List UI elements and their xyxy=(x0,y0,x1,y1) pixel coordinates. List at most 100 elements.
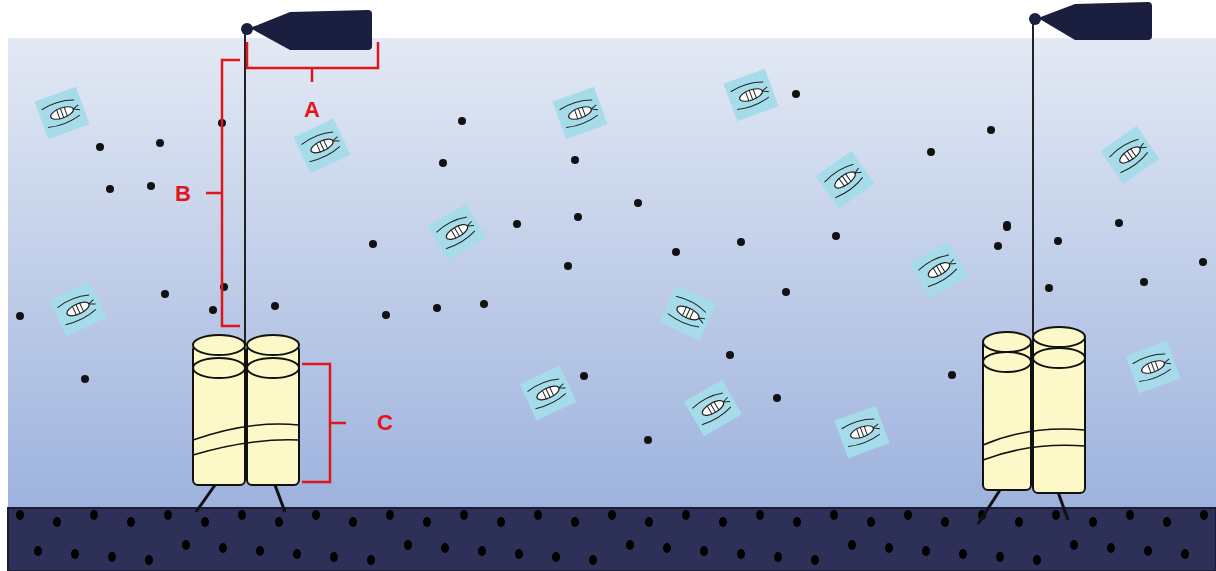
particle xyxy=(564,262,572,270)
sediment-particle xyxy=(571,517,579,527)
particle xyxy=(433,304,441,312)
sediment-particle xyxy=(719,517,727,527)
particle xyxy=(209,306,217,314)
copepod xyxy=(50,282,107,337)
particle xyxy=(832,232,840,240)
particle xyxy=(726,351,734,359)
particle xyxy=(156,139,164,147)
particle xyxy=(1115,219,1123,227)
sediment-particle xyxy=(404,540,412,550)
particle xyxy=(369,240,377,248)
copepod xyxy=(428,204,486,261)
particle xyxy=(672,248,680,256)
brackets xyxy=(206,42,378,482)
sediment-particle xyxy=(34,546,42,556)
sediment-particle xyxy=(164,510,172,520)
sediment-particle xyxy=(293,549,301,559)
copepod xyxy=(684,380,742,437)
sediment-particle xyxy=(830,510,838,520)
particle xyxy=(987,126,995,134)
sediment-particle xyxy=(515,549,523,559)
callout-letter: C xyxy=(377,411,393,435)
particle xyxy=(96,143,104,151)
particle xyxy=(1140,278,1148,286)
sediment-particle xyxy=(349,517,357,527)
sediment-particle xyxy=(1144,546,1152,556)
particle xyxy=(574,213,582,221)
particle xyxy=(1003,221,1011,229)
sediment-particle xyxy=(201,517,209,527)
sediment-particle xyxy=(700,546,708,556)
sediment-particle xyxy=(756,510,764,520)
particle xyxy=(439,159,447,167)
sediment-particle xyxy=(663,543,671,553)
sediment-particle xyxy=(312,510,320,520)
particle xyxy=(737,238,745,246)
copepod xyxy=(834,406,889,459)
sediment-particle xyxy=(959,549,967,559)
particle xyxy=(571,156,579,164)
sediment-particle xyxy=(1126,510,1134,520)
sediment-particle xyxy=(1181,549,1189,559)
copepod xyxy=(34,87,89,140)
sediment-particle xyxy=(1070,540,1078,550)
sediment-particle xyxy=(219,543,227,553)
copepod xyxy=(294,119,351,174)
sediment-particle xyxy=(1052,510,1060,520)
particle xyxy=(773,394,781,402)
sediment-particle xyxy=(53,517,61,527)
sediment-particle xyxy=(367,555,375,565)
sediment-particle xyxy=(534,510,542,520)
particle xyxy=(458,117,466,125)
particle xyxy=(1199,258,1207,266)
callout-letter: A xyxy=(304,98,320,122)
sediment-particle xyxy=(793,517,801,527)
sediment-particle xyxy=(1033,555,1041,565)
sediment-particle xyxy=(16,510,24,520)
sediment-particle xyxy=(922,546,930,556)
left-mooring xyxy=(193,10,372,512)
particle xyxy=(782,288,790,296)
bracket-b xyxy=(206,60,240,326)
bracket-a xyxy=(247,42,378,82)
sediment-particle xyxy=(238,510,246,520)
sediment-particle xyxy=(1089,517,1097,527)
sediment-particle xyxy=(256,546,264,556)
sediment-particle xyxy=(682,510,690,520)
sediment-particle xyxy=(811,555,819,565)
sediment-particle xyxy=(737,549,745,559)
sediment-particle xyxy=(1015,517,1023,527)
particle xyxy=(1054,237,1062,245)
copepod xyxy=(660,286,717,341)
sediment-particle xyxy=(608,510,616,520)
sediment-particle xyxy=(386,510,394,520)
particle xyxy=(513,220,521,228)
particle xyxy=(644,436,652,444)
water-column xyxy=(8,38,1216,510)
sediment-particle xyxy=(645,517,653,527)
particle xyxy=(106,185,114,193)
sediment-particle xyxy=(941,517,949,527)
sediment-particle xyxy=(460,510,468,520)
particle xyxy=(480,300,488,308)
sediment-particle xyxy=(330,552,338,562)
sediment-particle xyxy=(848,540,856,550)
bracket-c xyxy=(302,364,346,482)
copepod xyxy=(1125,341,1180,394)
particle xyxy=(161,290,169,298)
right-mooring xyxy=(978,2,1152,524)
sediment-particle xyxy=(90,510,98,520)
sediment-particle xyxy=(478,546,486,556)
sediment-particle xyxy=(552,552,560,562)
copepod xyxy=(520,366,577,421)
sediment-particle xyxy=(182,540,190,550)
particle xyxy=(1045,284,1053,292)
sediment-particle xyxy=(108,552,116,562)
copepod xyxy=(552,87,607,140)
particle xyxy=(927,148,935,156)
sediment-particle xyxy=(1163,517,1171,527)
sediment-particle xyxy=(275,517,283,527)
seabed xyxy=(8,508,1216,571)
